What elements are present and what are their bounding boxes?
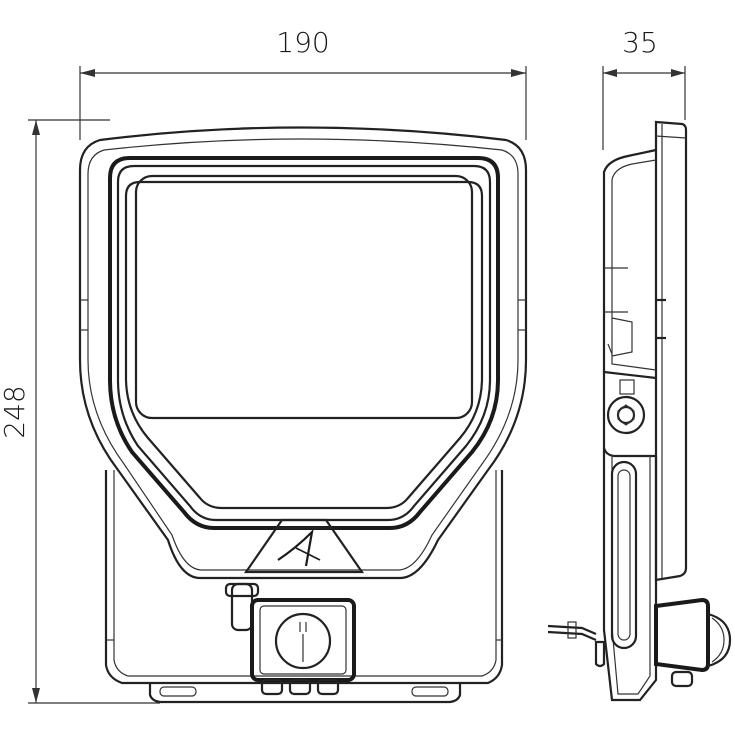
front-view <box>78 126 528 704</box>
height-dimension: 248 <box>0 119 160 704</box>
depth-dimension: 35 <box>602 26 686 150</box>
depth-label: 35 <box>622 26 658 59</box>
side-view <box>547 120 732 702</box>
width-dimension: 190 <box>79 26 527 140</box>
height-label: 248 <box>0 385 31 438</box>
width-label: 190 <box>276 26 329 59</box>
